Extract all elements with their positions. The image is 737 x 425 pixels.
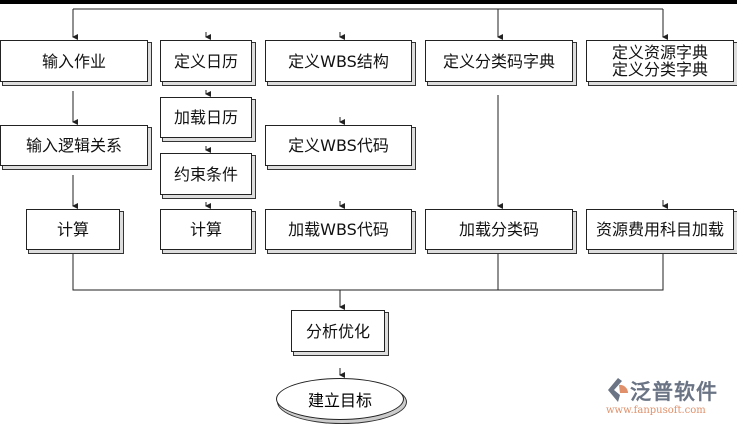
box-define-category-dict: 定义分类码字典 — [425, 40, 573, 82]
box-calc-2: 计算 — [160, 209, 252, 250]
box-input-tasks: 输入作业 — [0, 40, 148, 82]
box-constraints: 约束条件 — [160, 153, 252, 195]
box-load-category-code: 加载分类码 — [425, 209, 573, 250]
logo-mark-icon — [608, 378, 629, 402]
logo-name: 泛普软件 — [630, 380, 718, 404]
box-define-wbs: 定义WBS结构 — [265, 40, 412, 82]
box-analyze-optimize: 分析优化 — [291, 310, 385, 352]
box-load-calendar: 加载日历 — [160, 97, 252, 138]
ellipse-set-goal: 建立目标 — [276, 378, 404, 420]
box-calc-1: 计算 — [26, 209, 120, 250]
top-bar — [0, 0, 737, 4]
box-input-logic: 输入逻辑关系 — [0, 125, 148, 166]
box-load-wbs-code: 加载WBS代码 — [265, 209, 412, 250]
box-define-calendar: 定义日历 — [160, 40, 252, 82]
box-define-resource-dict: 定义资源字典 定义分类字典 — [586, 40, 734, 82]
box-define-wbs-code: 定义WBS代码 — [265, 125, 412, 166]
logo-url: www.fanpusoft.com — [606, 405, 706, 416]
box-load-resource-cost: 资源费用科目加载 — [586, 209, 734, 250]
